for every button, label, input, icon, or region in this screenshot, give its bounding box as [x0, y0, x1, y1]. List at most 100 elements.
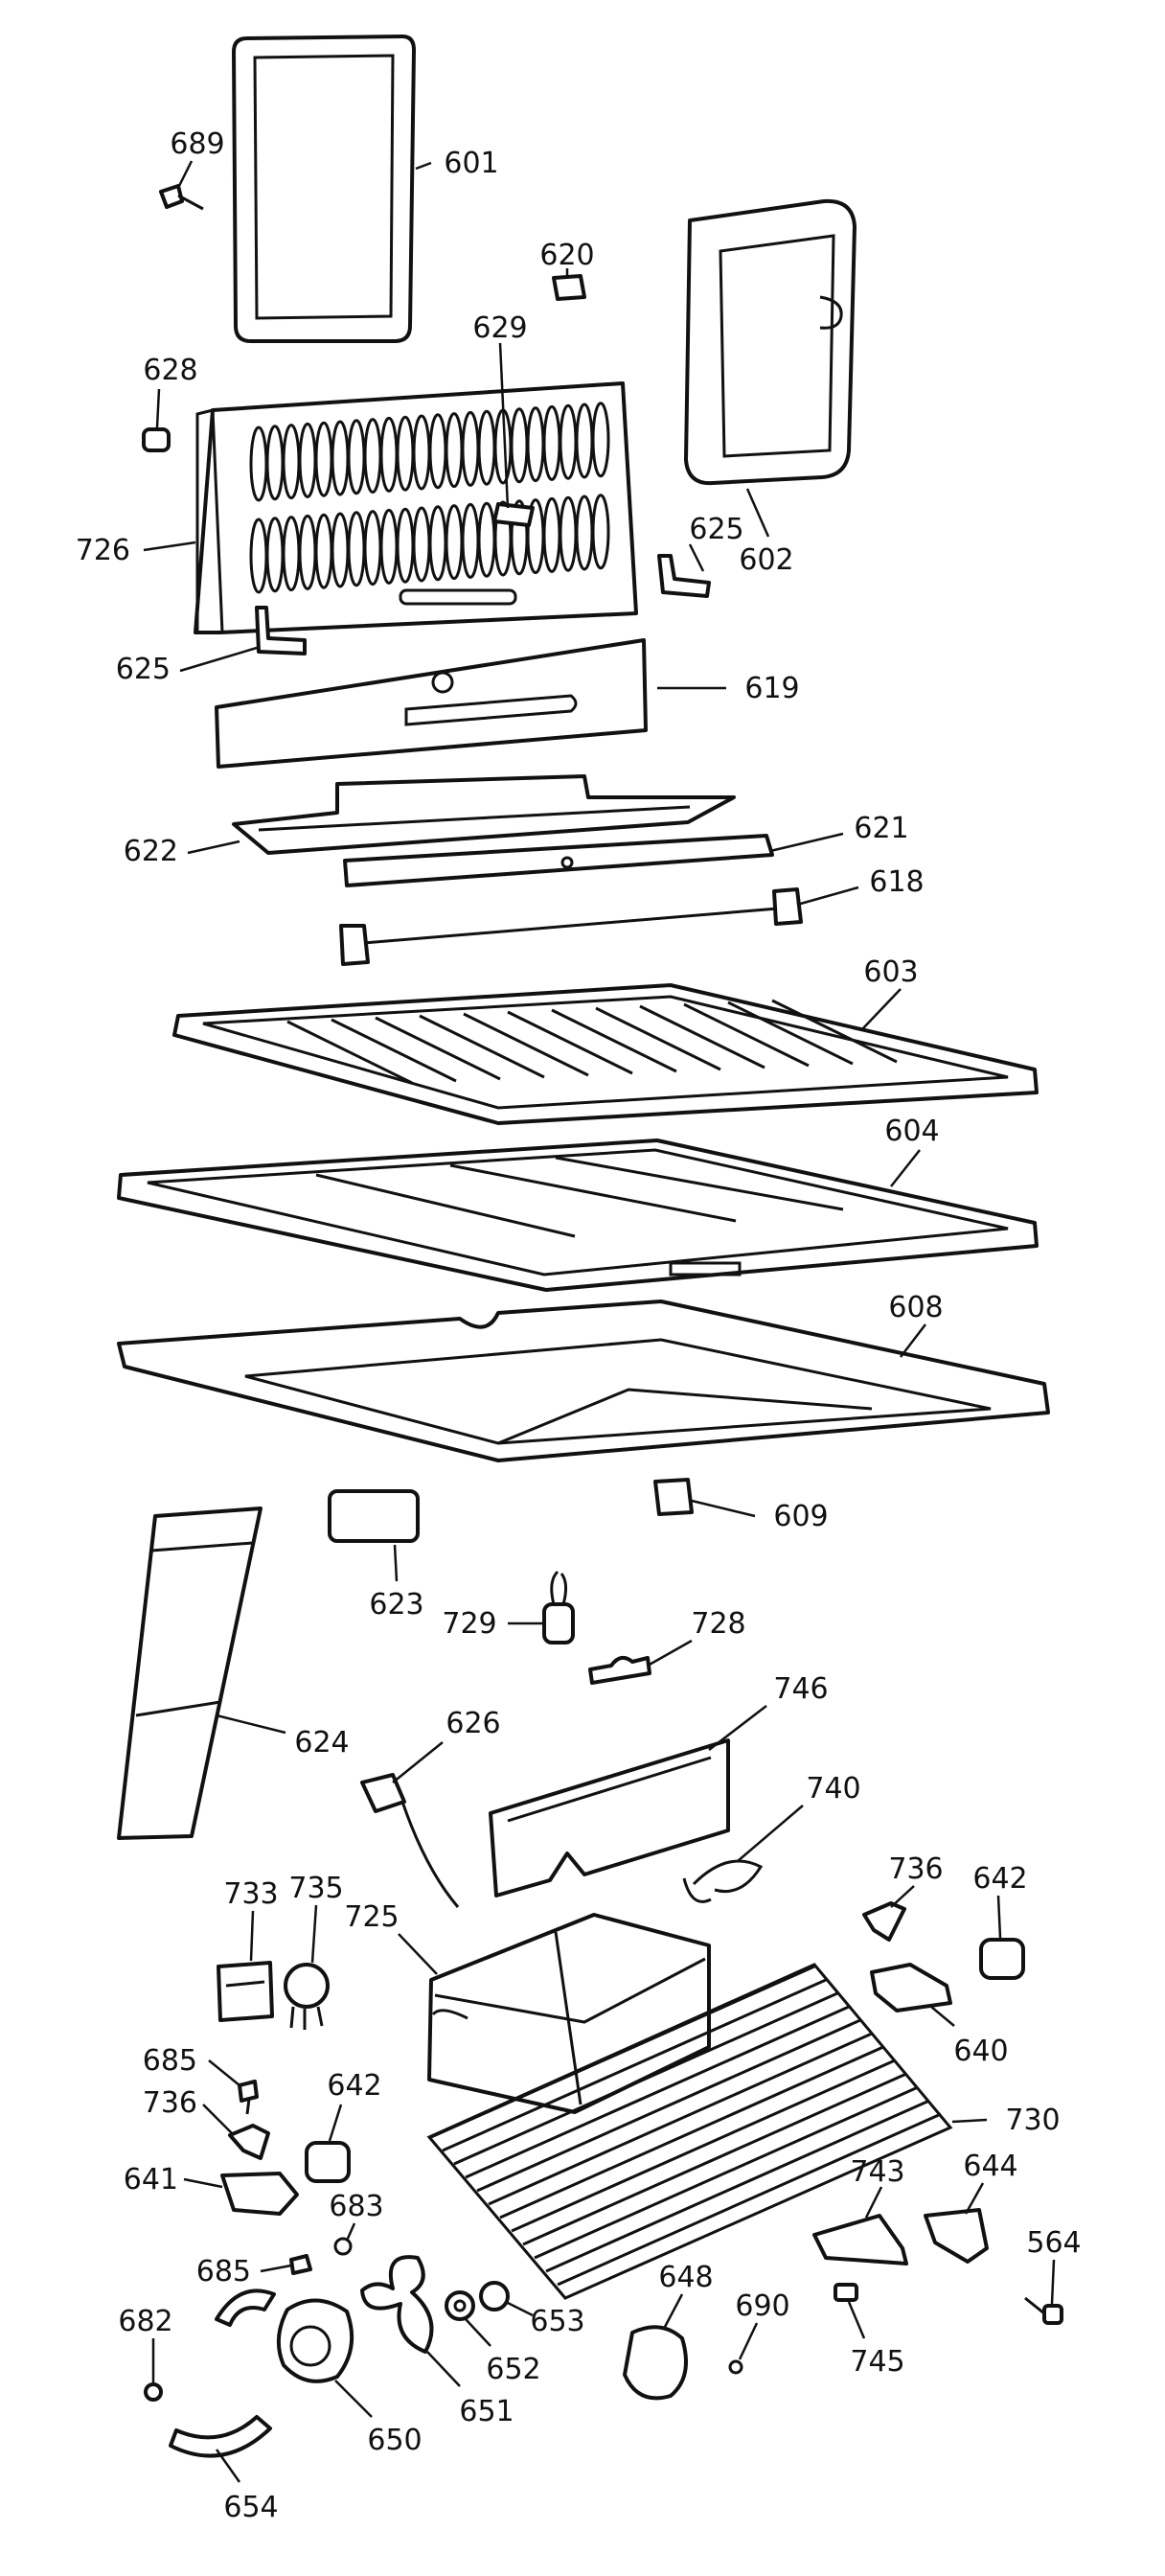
- label-601: 601: [444, 147, 498, 180]
- coil-loop: [591, 494, 610, 570]
- condenser-tube: [488, 2032, 873, 2206]
- label-651: 651: [459, 2395, 514, 2428]
- label-654: 654: [223, 2491, 278, 2524]
- label-735: 735: [288, 1872, 343, 1905]
- label-740: 740: [806, 1772, 860, 1806]
- label-564: 564: [1026, 2226, 1081, 2260]
- part-601-gasket-frame: [232, 34, 416, 343]
- part-726-evaporator: [194, 381, 638, 634]
- label-682: 682: [118, 2305, 172, 2338]
- part-618-rod: [339, 887, 803, 966]
- part-729-capacitor: [542, 1570, 575, 1644]
- part-628-plug: [142, 427, 171, 452]
- label-604: 604: [884, 1115, 939, 1148]
- label-746: 746: [773, 1672, 828, 1706]
- label-690: 690: [735, 2289, 789, 2323]
- label-629: 629: [472, 311, 527, 345]
- label-685-lower: 685: [196, 2255, 251, 2288]
- label-602: 602: [739, 543, 793, 577]
- label-653: 653: [530, 2305, 584, 2338]
- label-728: 728: [691, 1607, 745, 1641]
- label-745: 745: [850, 2345, 904, 2379]
- condenser-tube: [557, 2112, 942, 2287]
- part-642-grommet-left: [305, 2141, 351, 2183]
- shelf-ridge: [771, 999, 898, 1064]
- label-743: 743: [850, 2155, 904, 2189]
- part-733-relay: [217, 1961, 274, 2022]
- shelf-ridge: [595, 1006, 721, 1071]
- condenser-tube: [545, 2099, 930, 2273]
- shelf-ridge: [683, 1002, 810, 1068]
- condenser-tube: [465, 2005, 850, 2179]
- label-650: 650: [367, 2424, 422, 2457]
- part-625-bracket-left: [255, 606, 307, 656]
- label-620: 620: [539, 239, 594, 272]
- part-625-bracket-right: [657, 554, 711, 598]
- part-728-clamp: [588, 1655, 651, 1685]
- part-fan-shroud-upper: [215, 2288, 276, 2327]
- part-629-probe: [492, 502, 535, 527]
- condenser-tube: [511, 2058, 896, 2233]
- condenser-tube: [442, 1978, 827, 2152]
- condenser-tube-array: [430, 1965, 942, 2287]
- part-623-cover: [328, 1489, 420, 1543]
- part-736-bracket-right: [862, 1901, 906, 1942]
- part-654-shroud: [169, 2415, 272, 2458]
- label-733: 733: [223, 1877, 278, 1911]
- part-682-screw: [144, 2382, 163, 2402]
- label-618: 618: [869, 865, 924, 899]
- shelf-ridge: [375, 1016, 501, 1081]
- label-625-left: 625: [116, 653, 171, 686]
- part-651-fan-blade: [360, 2255, 434, 2354]
- label-603: 603: [863, 955, 918, 989]
- shelf-ridge-array: [286, 999, 898, 1085]
- condenser-tube: [430, 1965, 815, 2139]
- part-683-clip: [333, 2237, 353, 2256]
- part-725-compressor: [427, 1913, 711, 2114]
- part-640-mount: [870, 1963, 952, 2012]
- evaporator-coil-array: [249, 402, 610, 594]
- part-624-panel: [117, 1506, 263, 1840]
- part-690-screw: [728, 2359, 743, 2375]
- part-622-trough: [232, 774, 736, 855]
- label-642-right: 642: [972, 1862, 1027, 1896]
- label-729: 729: [442, 1607, 496, 1641]
- condenser-tube: [453, 1991, 838, 2166]
- part-736-bracket-left: [228, 2124, 270, 2160]
- coil-loop: [591, 402, 610, 478]
- part-621-heater-bar: [343, 834, 774, 887]
- shelf-ridge: [463, 1012, 589, 1077]
- label-685-upper: 685: [143, 2044, 197, 2078]
- shelf-ridge: [419, 1014, 545, 1079]
- part-745-pad: [834, 2283, 858, 2302]
- part-609-control: [653, 1478, 694, 1516]
- part-602-evaporator-cover: [684, 198, 857, 486]
- part-650-fan-motor: [276, 2298, 354, 2383]
- label-619: 619: [744, 672, 799, 705]
- label-736-right: 736: [888, 1852, 943, 1886]
- part-644-cover: [924, 2208, 989, 2264]
- label-644: 644: [963, 2150, 1017, 2183]
- part-689-screw: [159, 184, 204, 211]
- condenser-tube: [534, 2085, 919, 2260]
- part-685-screw-lower: [289, 2254, 312, 2275]
- part-652-washer: [445, 2290, 475, 2321]
- part-619-baffle: [215, 638, 648, 769]
- part-685-screw-upper: [238, 2080, 259, 2115]
- part-735-overload: [284, 1963, 330, 2030]
- condenser-tube: [522, 2072, 907, 2246]
- part-labels: 601 689 620 629 628 602 726 625 625 619 …: [76, 127, 1082, 2524]
- label-730: 730: [1005, 2104, 1060, 2137]
- label-642-left: 642: [327, 2069, 381, 2103]
- label-725: 725: [344, 1900, 399, 1934]
- label-652: 652: [486, 2353, 540, 2386]
- label-683: 683: [329, 2190, 383, 2223]
- part-648-fan-cover: [623, 2325, 688, 2401]
- part-740-spring: [682, 1859, 764, 1903]
- condenser-tube: [499, 2045, 884, 2220]
- shelf-ridge: [286, 1020, 413, 1085]
- shelf-ridge: [507, 1010, 633, 1075]
- label-626: 626: [445, 1707, 500, 1740]
- part-603-shelf: [172, 983, 1039, 1125]
